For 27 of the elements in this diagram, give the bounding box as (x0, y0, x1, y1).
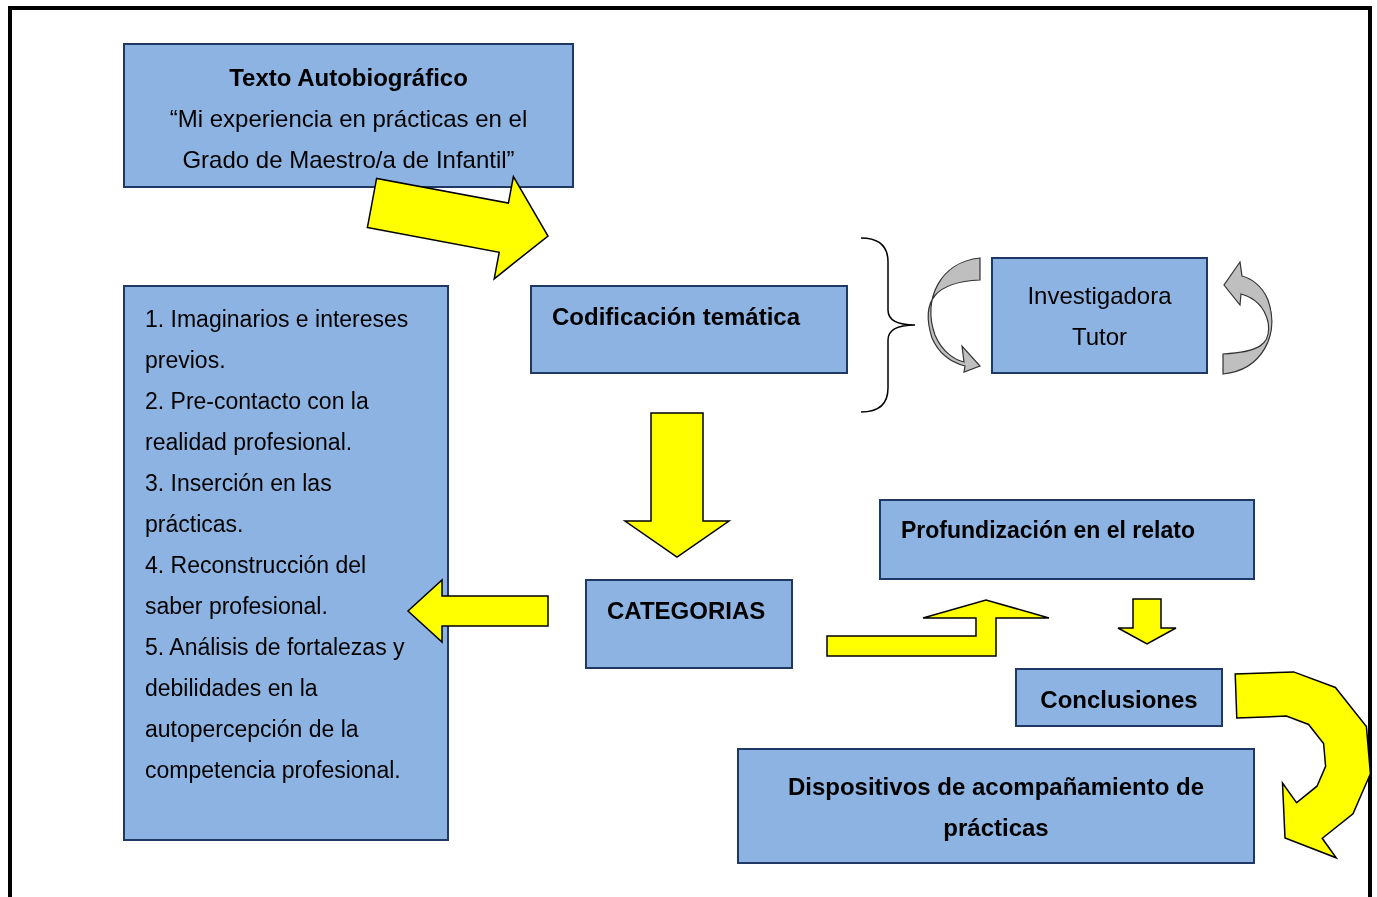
process-box (585, 579, 793, 669)
box-text: 1. Imaginarios e intereses previos. (145, 305, 410, 375)
box-text: Investigadora Tutor (1026, 281, 1173, 352)
block-arrow (1117, 598, 1177, 645)
block-arrow (622, 412, 732, 558)
process-box (530, 285, 848, 374)
box-text: 5. Análisis de fortalezas y debilidades en la autopercepción de la competencia profesional. (145, 633, 406, 785)
process-box (737, 748, 1255, 864)
box-text: Codificación temática (552, 302, 801, 332)
box-text: 4. Reconstrucción del saber profesional. (145, 551, 368, 621)
box-text: 3. Inserción en las prácticas. (145, 469, 333, 539)
block-arrow (366, 174, 549, 281)
process-box (123, 43, 574, 188)
box-text: Dispositivos de acompañamiento de prácticas (786, 772, 1206, 843)
box-text: “Mi experiencia en prácticas en el Grado de Maestro/a de Infantil” (168, 104, 529, 175)
process-box (123, 285, 449, 841)
block-arrow (1234, 671, 1372, 860)
box-text: 2. Pre-contacto con la realidad profesional. (145, 387, 370, 457)
process-box (1015, 668, 1223, 727)
box-text: CATEGORIAS (607, 596, 766, 626)
box-text: Texto Autobiográfico (229, 63, 468, 93)
block-arrow (406, 578, 549, 644)
block-arrow (826, 599, 1050, 657)
process-box (879, 499, 1255, 580)
box-text: Conclusiones (1040, 685, 1198, 715)
process-box (991, 257, 1208, 374)
box-text: Profundización en el relato (901, 516, 1195, 545)
